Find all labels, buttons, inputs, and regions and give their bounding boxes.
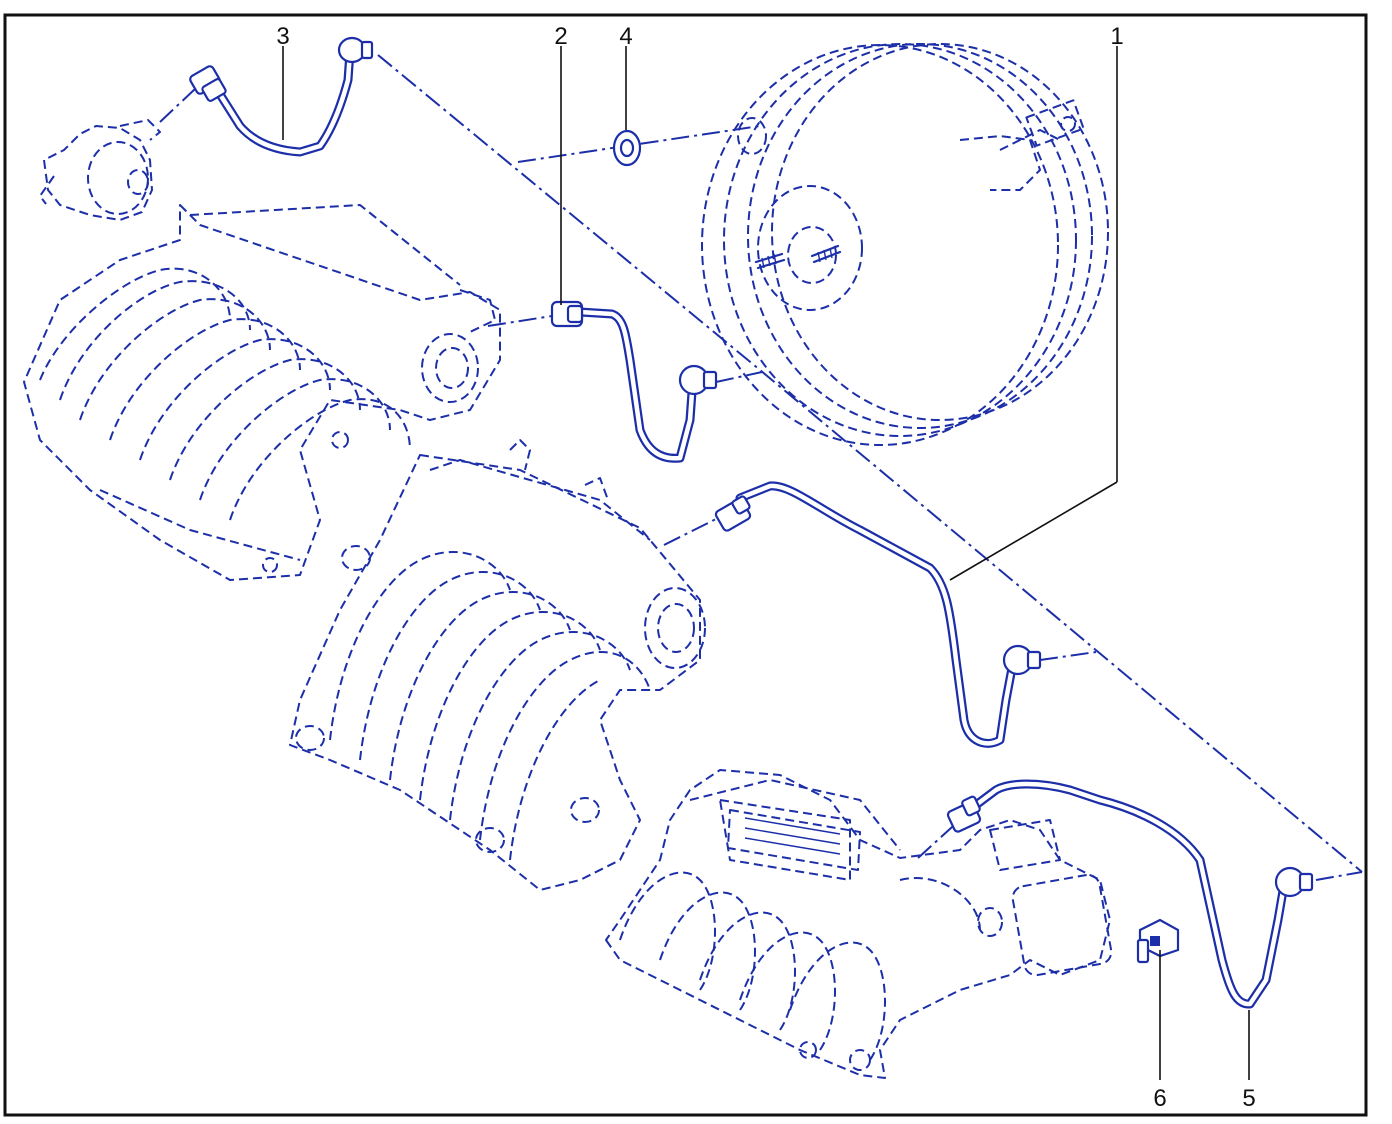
intake-manifold-middle [289,439,706,891]
callout-5: 5 [1242,1085,1255,1112]
alignment-axis [159,54,1363,881]
callout-3: 3 [276,23,289,50]
intake-manifold-upper-left [23,204,501,581]
vacuum-pump [39,119,161,221]
diagram-frame [3,13,1368,1117]
callout-1: 1 [1110,23,1123,50]
manufacturer-emblem [727,809,861,871]
callout-6: 6 [1153,1085,1166,1112]
stud-bolt-left [754,252,786,270]
callout-2: 2 [554,23,567,50]
vacuum-pipe-part-2 [550,300,718,463]
vacuum-pipe-part-1 [714,481,1042,748]
callout-4: 4 [619,23,632,50]
pipe-clip-part-6 [1136,918,1180,964]
vacuum-pipe-part-3 [189,36,374,157]
flywheel-housing [701,43,1109,446]
callout-labels: 3 2 4 1 6 5 [276,23,1255,1112]
washer-part-4 [612,129,642,167]
intake-manifold-lower-right [605,769,1113,1079]
vacuum-pipe-part-5 [946,779,1314,1009]
leader-lines [282,46,1250,1080]
stud-bolt-right [810,244,842,264]
